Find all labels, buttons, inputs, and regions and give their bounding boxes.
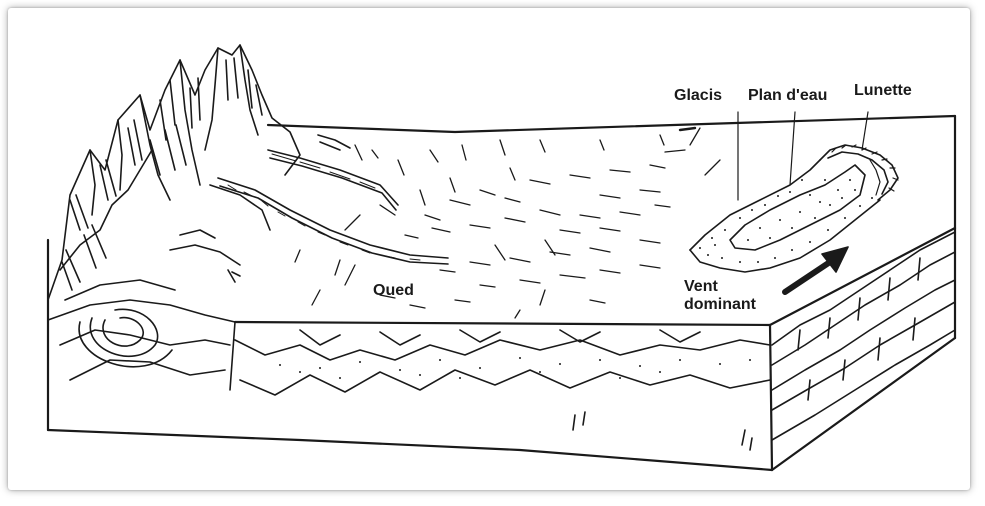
side-strata xyxy=(772,232,955,440)
label-vent: Vent xyxy=(684,278,718,296)
mountain-range xyxy=(48,45,300,322)
label-oued: Oued xyxy=(373,282,414,300)
fault-marks xyxy=(573,412,585,430)
label-dominant: dominant xyxy=(684,296,756,314)
block-outline xyxy=(48,116,955,470)
corner-marks xyxy=(742,430,752,450)
label-lunette: Lunette xyxy=(854,82,912,100)
figure-frame: Glacis Plan d'eau Lunette Oued Vent domi… xyxy=(8,8,970,490)
label-glacis: Glacis xyxy=(674,87,722,105)
plain-texture xyxy=(295,128,720,318)
playa-system xyxy=(690,145,898,272)
wind-arrow xyxy=(785,247,848,292)
oued-channels xyxy=(218,135,448,264)
label-plan-deau: Plan d'eau xyxy=(748,87,827,105)
label-leaders xyxy=(738,112,868,200)
block-diagram xyxy=(8,8,970,490)
